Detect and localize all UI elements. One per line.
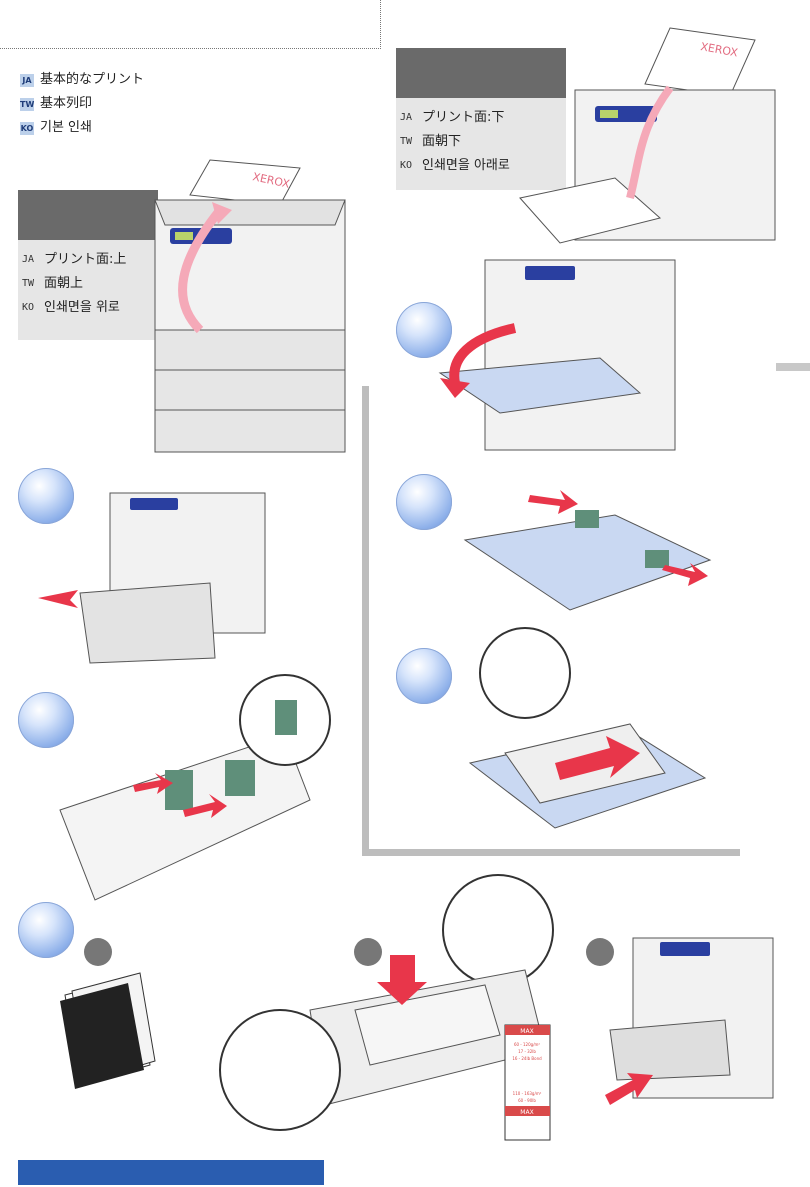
step-1-bubble-right [396, 302, 452, 358]
sub-step-marker-c [586, 938, 614, 966]
language-code: TW [22, 278, 35, 289]
control-panel-icon [525, 266, 575, 280]
step-2-bubble-right [396, 474, 452, 530]
tray-guide [645, 550, 669, 568]
max-label-bottom: MAX [520, 1109, 533, 1116]
printer-body [484, 259, 676, 451]
paper-path-arrow [178, 207, 224, 334]
step-3-bubble-left [18, 902, 74, 958]
width-guide [225, 760, 255, 796]
adjust-guides-illustration [59, 674, 331, 901]
face-down-text: プリント面:下 [422, 110, 505, 125]
printer-face-down-illustration: XEROX [519, 27, 776, 244]
language-code: TW [400, 136, 413, 147]
face-up-line-ko: KO 인쇄면을 위로 [22, 300, 120, 316]
tray-3 [154, 409, 346, 453]
detail-magnifier [479, 627, 571, 719]
page-edge-tab [776, 363, 810, 371]
max-label-spec: 16 - 24lb Bond [512, 1056, 542, 1061]
extend-mpt-illustration [463, 490, 712, 611]
length-guide [165, 770, 193, 810]
load-mpt-illustration [468, 627, 707, 829]
face-down-text: 面朝下 [422, 134, 462, 149]
step-1-bubble-left [18, 468, 74, 524]
max-fill-label: MAX 60 - 120g/m² 17 - 32lb 16 - 24lb Bon… [504, 1024, 551, 1141]
language-code: JA [22, 254, 35, 265]
tray-1 [154, 329, 346, 371]
language-code-badge: TW [20, 97, 35, 111]
guide-arrow [133, 773, 173, 794]
face-up-text: 面朝上 [44, 276, 84, 291]
printer-face-up-illustration: XEROX [154, 159, 346, 453]
load-arrow [377, 955, 427, 1005]
multi-purpose-tray [463, 514, 712, 611]
open-mpt-illustration [438, 259, 676, 451]
insert-tray-illustration [605, 937, 774, 1105]
language-code-badge: JA [20, 73, 34, 87]
max-label-spec: 60 - 120g/m² [514, 1042, 540, 1047]
guide-arrow [528, 490, 578, 514]
mpt-section-border-horizontal [362, 849, 740, 856]
footer-accent-bar [18, 1160, 324, 1185]
guide-arrow [662, 563, 708, 586]
header-dotted-frame [0, 0, 381, 49]
face-down-line-tw: TW 面朝下 [400, 134, 461, 150]
face-down-header-band [396, 48, 566, 98]
max-label-spec: 110 - 163g/m² [513, 1091, 542, 1096]
paper-path-arrow [626, 85, 674, 199]
paper-sheet-output [644, 27, 756, 97]
detail-magnifier [219, 1009, 341, 1131]
paper-tray [609, 1019, 731, 1081]
paper-tray [79, 582, 216, 664]
language-code: KO [22, 302, 35, 313]
control-panel-icon [660, 942, 710, 956]
control-panel-icon [130, 498, 178, 510]
guide-arrow [183, 794, 227, 818]
insert-arrow [605, 1073, 653, 1105]
face-up-label-panel [18, 240, 158, 340]
title-line-ko: KO 기본 인쇄 [20, 120, 92, 136]
language-code-badge: KO [20, 121, 34, 135]
face-up-line-ja: JA プリント面:上 [22, 252, 126, 268]
title-line-ja: JA 基本的なプリント [20, 72, 144, 88]
title-text: 기본 인쇄 [40, 120, 92, 135]
max-label-top: MAX [520, 1028, 533, 1035]
title-text: 基本列印 [40, 96, 93, 111]
face-down-text: 인쇄면을 아래로 [422, 158, 510, 173]
face-up-line-tw: TW 面朝上 [22, 276, 83, 292]
tray-guide [575, 510, 599, 528]
sub-step-marker-b [354, 938, 382, 966]
max-label-spec: 17 - 32lb [518, 1049, 536, 1054]
open-arrow [449, 323, 517, 384]
face-up-text: 인쇄면을 위로 [44, 300, 120, 315]
insert-arrow [555, 736, 640, 780]
title-text: 基本的なプリント [40, 72, 145, 87]
face-down-line-ja: JA プリント面:下 [400, 110, 504, 126]
face-down-line-ko: KO 인쇄면을 아래로 [400, 158, 510, 174]
step-2-bubble-left [18, 692, 74, 748]
fan-paper-illustration [60, 972, 156, 1089]
language-code: JA [400, 112, 413, 123]
tray-2 [154, 369, 346, 411]
load-tray-illustration: MAX 60 - 120g/m² 17 - 32lb 16 - 24lb Bon… [219, 874, 554, 1141]
title-line-tw: TW 基本列印 [20, 96, 92, 112]
manual-feed-paper [519, 177, 662, 244]
mpt-section-border-vertical [362, 386, 369, 856]
step-3-bubble-right [396, 648, 452, 704]
multi-purpose-tray [438, 357, 642, 414]
detail-magnifier [442, 874, 554, 986]
sub-step-marker-a [84, 938, 112, 966]
face-up-text: プリント面:上 [44, 252, 127, 267]
max-label-spec: 60 - 90lb [518, 1098, 536, 1103]
language-code: KO [400, 160, 413, 171]
open-tray-illustration [38, 492, 266, 664]
face-down-label-panel [396, 98, 566, 190]
paper-stack [354, 984, 501, 1066]
face-up-header-band [18, 190, 158, 240]
pull-arrow [38, 590, 100, 608]
